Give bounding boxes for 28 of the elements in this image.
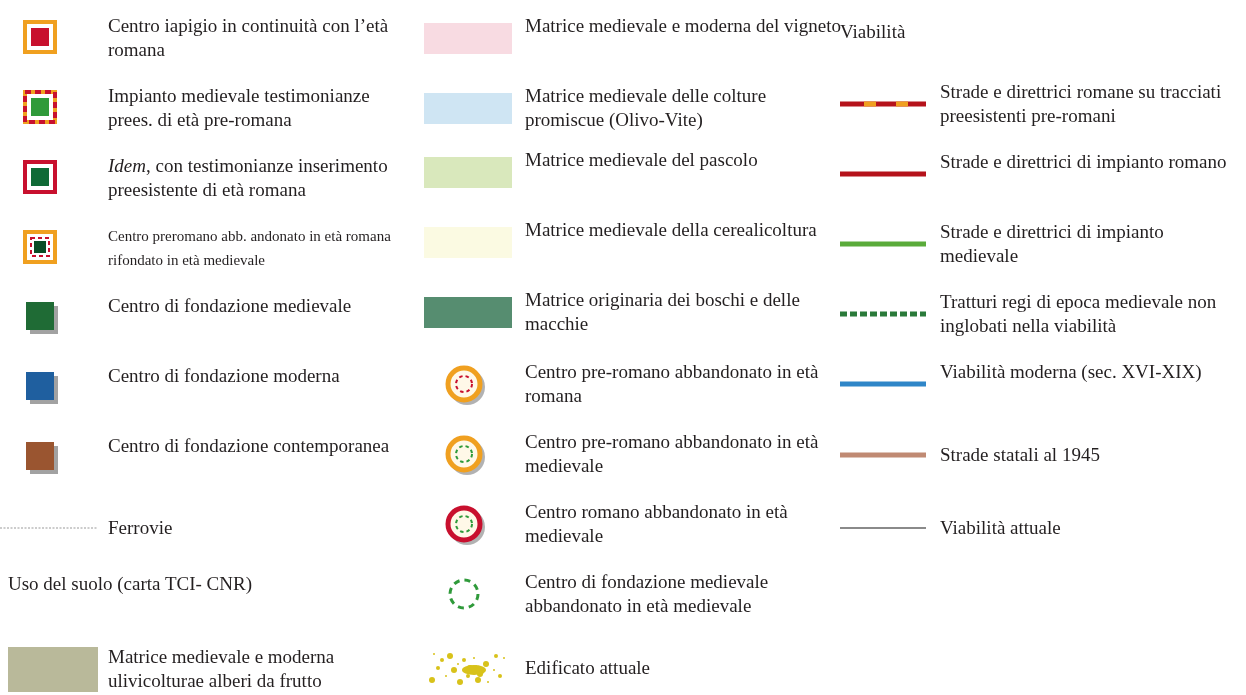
legend-text: Viabilità moderna (sec. XVI-XIX) bbox=[940, 360, 1203, 384]
legend-text: Centro di fondazione medievale bbox=[108, 294, 353, 318]
legend-text: Centro di fondazione medievale abbandonato in età medievale bbox=[525, 570, 770, 618]
legend-text: Centro preromano abb. andonato in età romana rifondato in età medievale bbox=[108, 227, 392, 270]
section-heading: Viabilità bbox=[840, 21, 906, 44]
legend-text: Strade e direttrici romane su tracciati preesistenti pre-romani bbox=[940, 80, 1223, 128]
legend-text: Edificato attuale bbox=[525, 656, 652, 680]
legend-text: Centro di fondazione moderna bbox=[108, 364, 341, 388]
legend-text: Centro romano abbandonato in età medievale bbox=[525, 500, 789, 548]
legend-text: Strade e direttrici di impianto medievale bbox=[940, 220, 1165, 268]
legend-text: Matrice medievale e moderna ulivicolturae alberi da frutto bbox=[108, 645, 336, 693]
legend-text: Tratturi regi di epoca medievale non inglobati nella viabilità bbox=[940, 290, 1218, 338]
legend-text: Matrice medievale della cerealicoltura bbox=[525, 218, 818, 242]
legend-text: Matrice medievale e moderna del vigneto bbox=[525, 14, 841, 36]
legend-text: Centro iapigio in continuità con l’età romana bbox=[108, 14, 390, 62]
legend-text: Idem, con testimonianze inserimento preesistente di età romana bbox=[108, 154, 389, 202]
legend-text: Ferrovie bbox=[108, 516, 174, 540]
legend-text: Centro pre-romano abbandonato in età medievale bbox=[525, 430, 820, 478]
legend-text: Impianto medievale testimonianze prees. di età pre-romana bbox=[108, 84, 371, 132]
legend-text: Matrice originaria dei boschi e delle macchie bbox=[525, 288, 801, 336]
legend-text: Matrice medievale del pascolo bbox=[525, 148, 759, 172]
section-heading: Uso del suolo (carta TCI- CNR) bbox=[8, 572, 252, 596]
legend-text: Strade e direttrici di impianto romano bbox=[940, 150, 1228, 174]
legend-text: Viabilità attuale bbox=[940, 516, 1062, 540]
legend-text: Centro di fondazione contemporanea bbox=[108, 434, 391, 458]
legend-text: Strade statali al 1945 bbox=[940, 443, 1101, 467]
legend-text: Centro pre-romano abbandonato in età romana bbox=[525, 360, 820, 408]
legend-text: Matrice medievale delle colture promiscue (Olivo-Vite) bbox=[525, 84, 768, 132]
